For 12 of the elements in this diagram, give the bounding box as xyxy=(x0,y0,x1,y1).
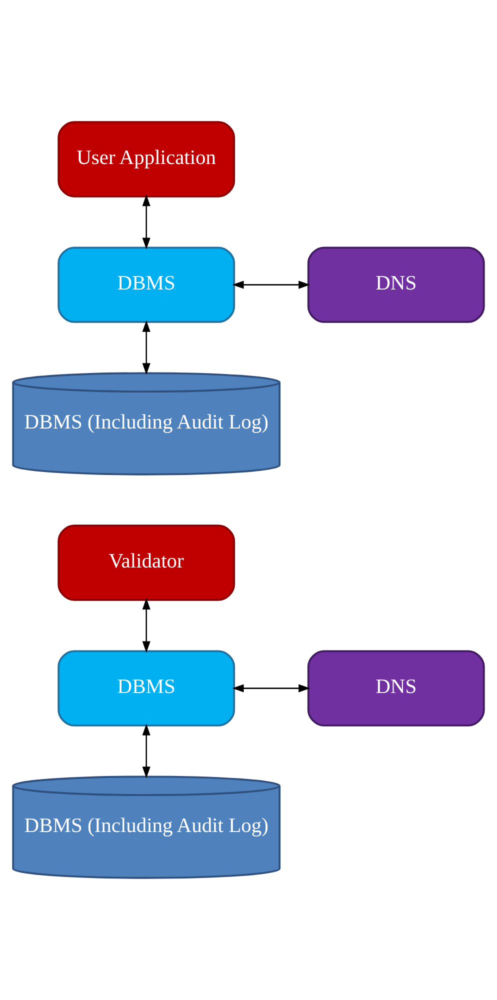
node-box: DNS xyxy=(307,650,485,726)
arrow xyxy=(142,194,150,250)
node-box: DNS xyxy=(307,246,485,323)
arrow xyxy=(232,684,310,692)
node-box: DBMS xyxy=(58,650,236,726)
node-box: User Application xyxy=(58,121,236,198)
arrow xyxy=(142,598,150,653)
node-box: Validator xyxy=(58,524,236,601)
node-box: DBMS xyxy=(58,246,236,323)
arrow xyxy=(142,320,150,375)
arrow xyxy=(232,280,310,289)
arrow xyxy=(142,724,150,778)
